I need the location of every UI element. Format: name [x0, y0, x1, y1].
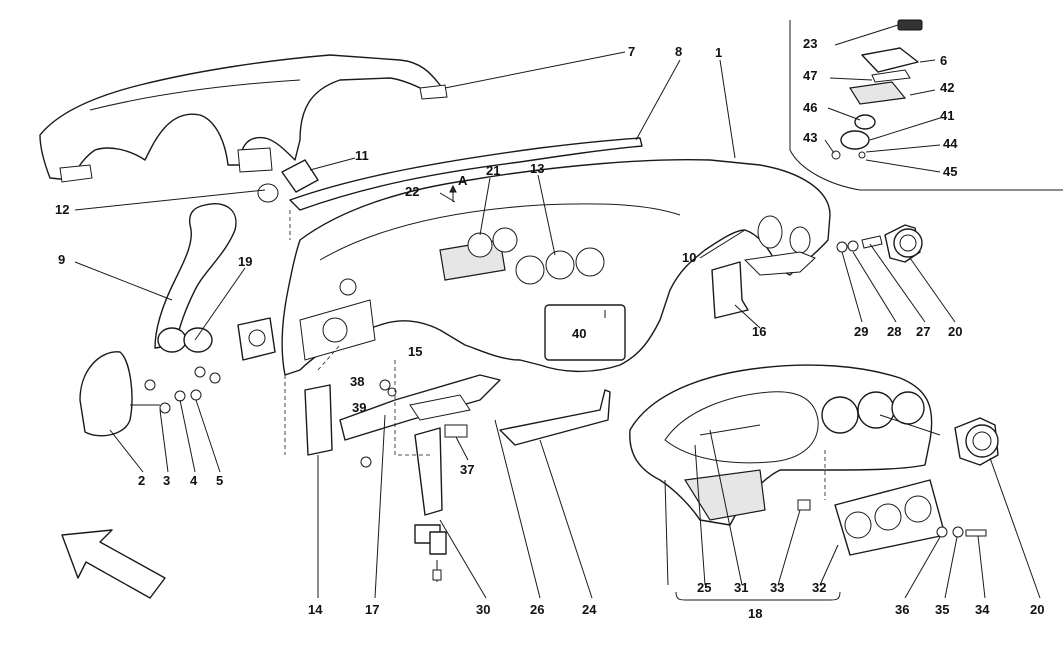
- callout-21: 21: [486, 163, 500, 178]
- callout-8: 8: [675, 44, 682, 59]
- callout-38: 38: [350, 374, 364, 389]
- callout-12: 12: [55, 202, 69, 217]
- top-trim-strip: [289, 137, 643, 211]
- callout-20-upper: 20: [948, 324, 962, 339]
- callout-15: 15: [408, 344, 422, 359]
- side-air-duct: [154, 159, 319, 353]
- callout-6: 6: [940, 53, 947, 68]
- air-vent-right: [836, 224, 923, 263]
- callout-28: 28: [887, 324, 901, 339]
- callout-17: 17: [365, 602, 379, 617]
- assembly-dashed-lines: [284, 210, 826, 500]
- callout-30: 30: [476, 602, 490, 617]
- callout-10: 10: [682, 250, 696, 265]
- callout-5: 5: [216, 473, 223, 488]
- callout-46: 46: [803, 100, 817, 115]
- dashboard-body: [281, 158, 831, 376]
- callout-32: 32: [812, 580, 826, 595]
- lower-support-frame: [304, 374, 501, 468]
- callout-1: 1: [715, 45, 722, 60]
- callout-35: 35: [935, 602, 949, 617]
- direction-arrow-icon: [61, 529, 166, 599]
- callout-4: 4: [190, 473, 198, 488]
- callout-16: 16: [752, 324, 766, 339]
- callout-40: 40: [572, 326, 586, 341]
- callout-24: 24: [582, 602, 597, 617]
- callout-2: 2: [138, 473, 145, 488]
- bracket-16: [711, 251, 816, 319]
- bracket-19: [237, 317, 276, 361]
- callout-13: 13: [530, 161, 544, 176]
- callout-labels: 1 2 3 4 5 6 7 8 9 10 11 12 13 14 15 16 1…: [55, 36, 1044, 621]
- instrument-cluster: [629, 364, 933, 526]
- left-side-cover: [79, 351, 221, 437]
- callout-26: 26: [530, 602, 544, 617]
- callout-23: 23: [803, 36, 817, 51]
- callout-37: 37: [460, 462, 474, 477]
- callout-27: 27: [916, 324, 930, 339]
- callout-14: 14: [308, 602, 323, 617]
- callout-47: 47: [803, 68, 817, 83]
- callout-25: 25: [697, 580, 711, 595]
- callout-41: 41: [940, 108, 954, 123]
- upper-air-duct: [39, 54, 448, 183]
- callout-22: 22: [405, 184, 419, 199]
- bracket-24: [499, 389, 611, 446]
- callout-18: 18: [748, 606, 762, 621]
- callout-33: 33: [770, 580, 784, 595]
- detail-inset: [789, 19, 1063, 191]
- callout-leaders: [74, 24, 1041, 601]
- callout-3: 3: [163, 473, 170, 488]
- callout-11: 11: [355, 148, 369, 163]
- callout-29: 29: [854, 324, 868, 339]
- callout-34: 34: [975, 602, 990, 617]
- gauge-bezel-plate: [797, 479, 987, 556]
- arrow-a-icon: [449, 184, 457, 202]
- air-vent-cluster: [954, 417, 999, 466]
- callout-31: 31: [734, 580, 748, 595]
- callout-20-lower: 20: [1030, 602, 1044, 617]
- callout-36: 36: [895, 602, 909, 617]
- callout-A: A: [458, 173, 468, 188]
- callout-44: 44: [943, 136, 958, 151]
- callout-39: 39: [352, 400, 366, 415]
- callout-45: 45: [943, 164, 957, 179]
- callout-43: 43: [803, 130, 817, 145]
- bracket-30: [414, 427, 447, 582]
- callout-7: 7: [628, 44, 635, 59]
- callout-9: 9: [58, 252, 65, 267]
- callout-42: 42: [940, 80, 954, 95]
- callout-19: 19: [238, 254, 252, 269]
